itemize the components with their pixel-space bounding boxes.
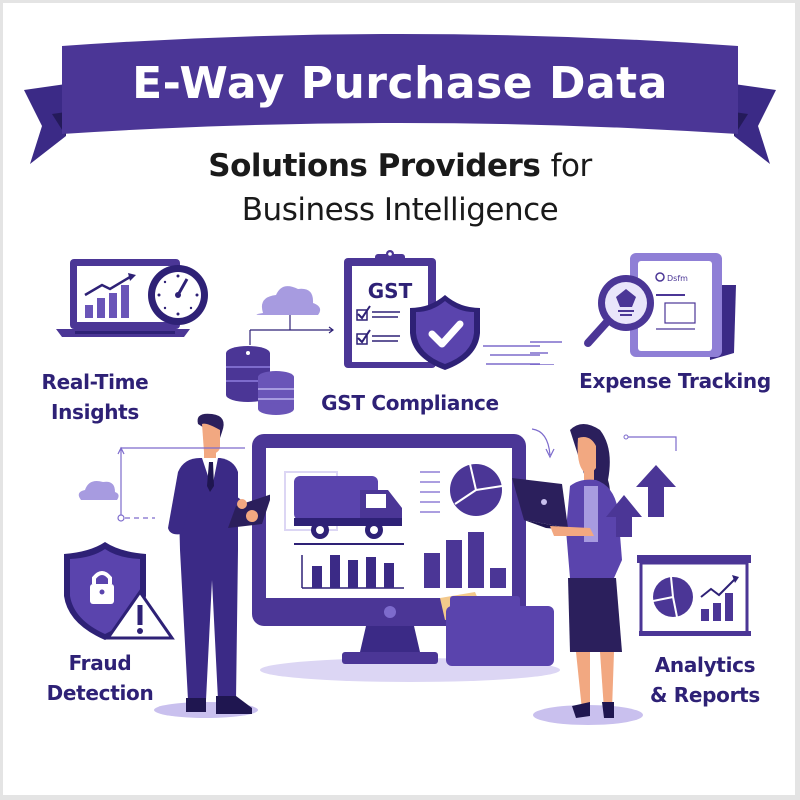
- gst-clipboard-text: GST: [368, 279, 413, 303]
- label-fraud-detection: Fraud Detection: [30, 648, 170, 708]
- subtitle-line-2: Business Intelligence: [241, 192, 559, 228]
- label-line-1: Fraud: [68, 651, 132, 675]
- label-line-2: & Reports: [649, 683, 761, 707]
- label-line-1: Analytics: [654, 653, 756, 677]
- monitor-dashboard-illustration: [252, 434, 560, 682]
- shield-lock-warning-icon: [64, 542, 175, 640]
- subtitle-light: for: [550, 148, 593, 184]
- label-analytics-reports: Analytics & Reports: [630, 650, 780, 710]
- laptop-chart-clock-icon: [56, 259, 208, 337]
- subtitle-line-1: Solutions Providers for: [0, 148, 800, 184]
- document-header-text: Dsfm: [667, 274, 688, 283]
- growth-arrows-icon: [531, 428, 677, 537]
- ribbon-banner: [24, 34, 776, 164]
- label-real-time-insights: Real-Time Insights: [20, 367, 170, 427]
- subtitle-bold: Solutions Providers: [208, 148, 541, 184]
- cloud-database-icon: [226, 286, 334, 415]
- label-line-1: Real-Time: [41, 370, 149, 394]
- label-line-2: Insights: [50, 400, 140, 424]
- label-line-2: Detection: [46, 681, 154, 705]
- gst-clipboard-shield-icon: GST: [344, 250, 540, 370]
- cloud-connector-icon: [78, 446, 245, 522]
- banner-title: E-Way Purchase Data: [132, 58, 668, 109]
- magnifier-document-icon: Dsfm: [530, 253, 736, 365]
- businessman-figure: [154, 413, 270, 718]
- label-gst-compliance: GST Compliance: [321, 391, 499, 415]
- label-expense-tracking: Expense Tracking: [579, 369, 771, 393]
- presentation-chart-icon: [637, 555, 751, 636]
- businesswoman-figure: [512, 424, 643, 725]
